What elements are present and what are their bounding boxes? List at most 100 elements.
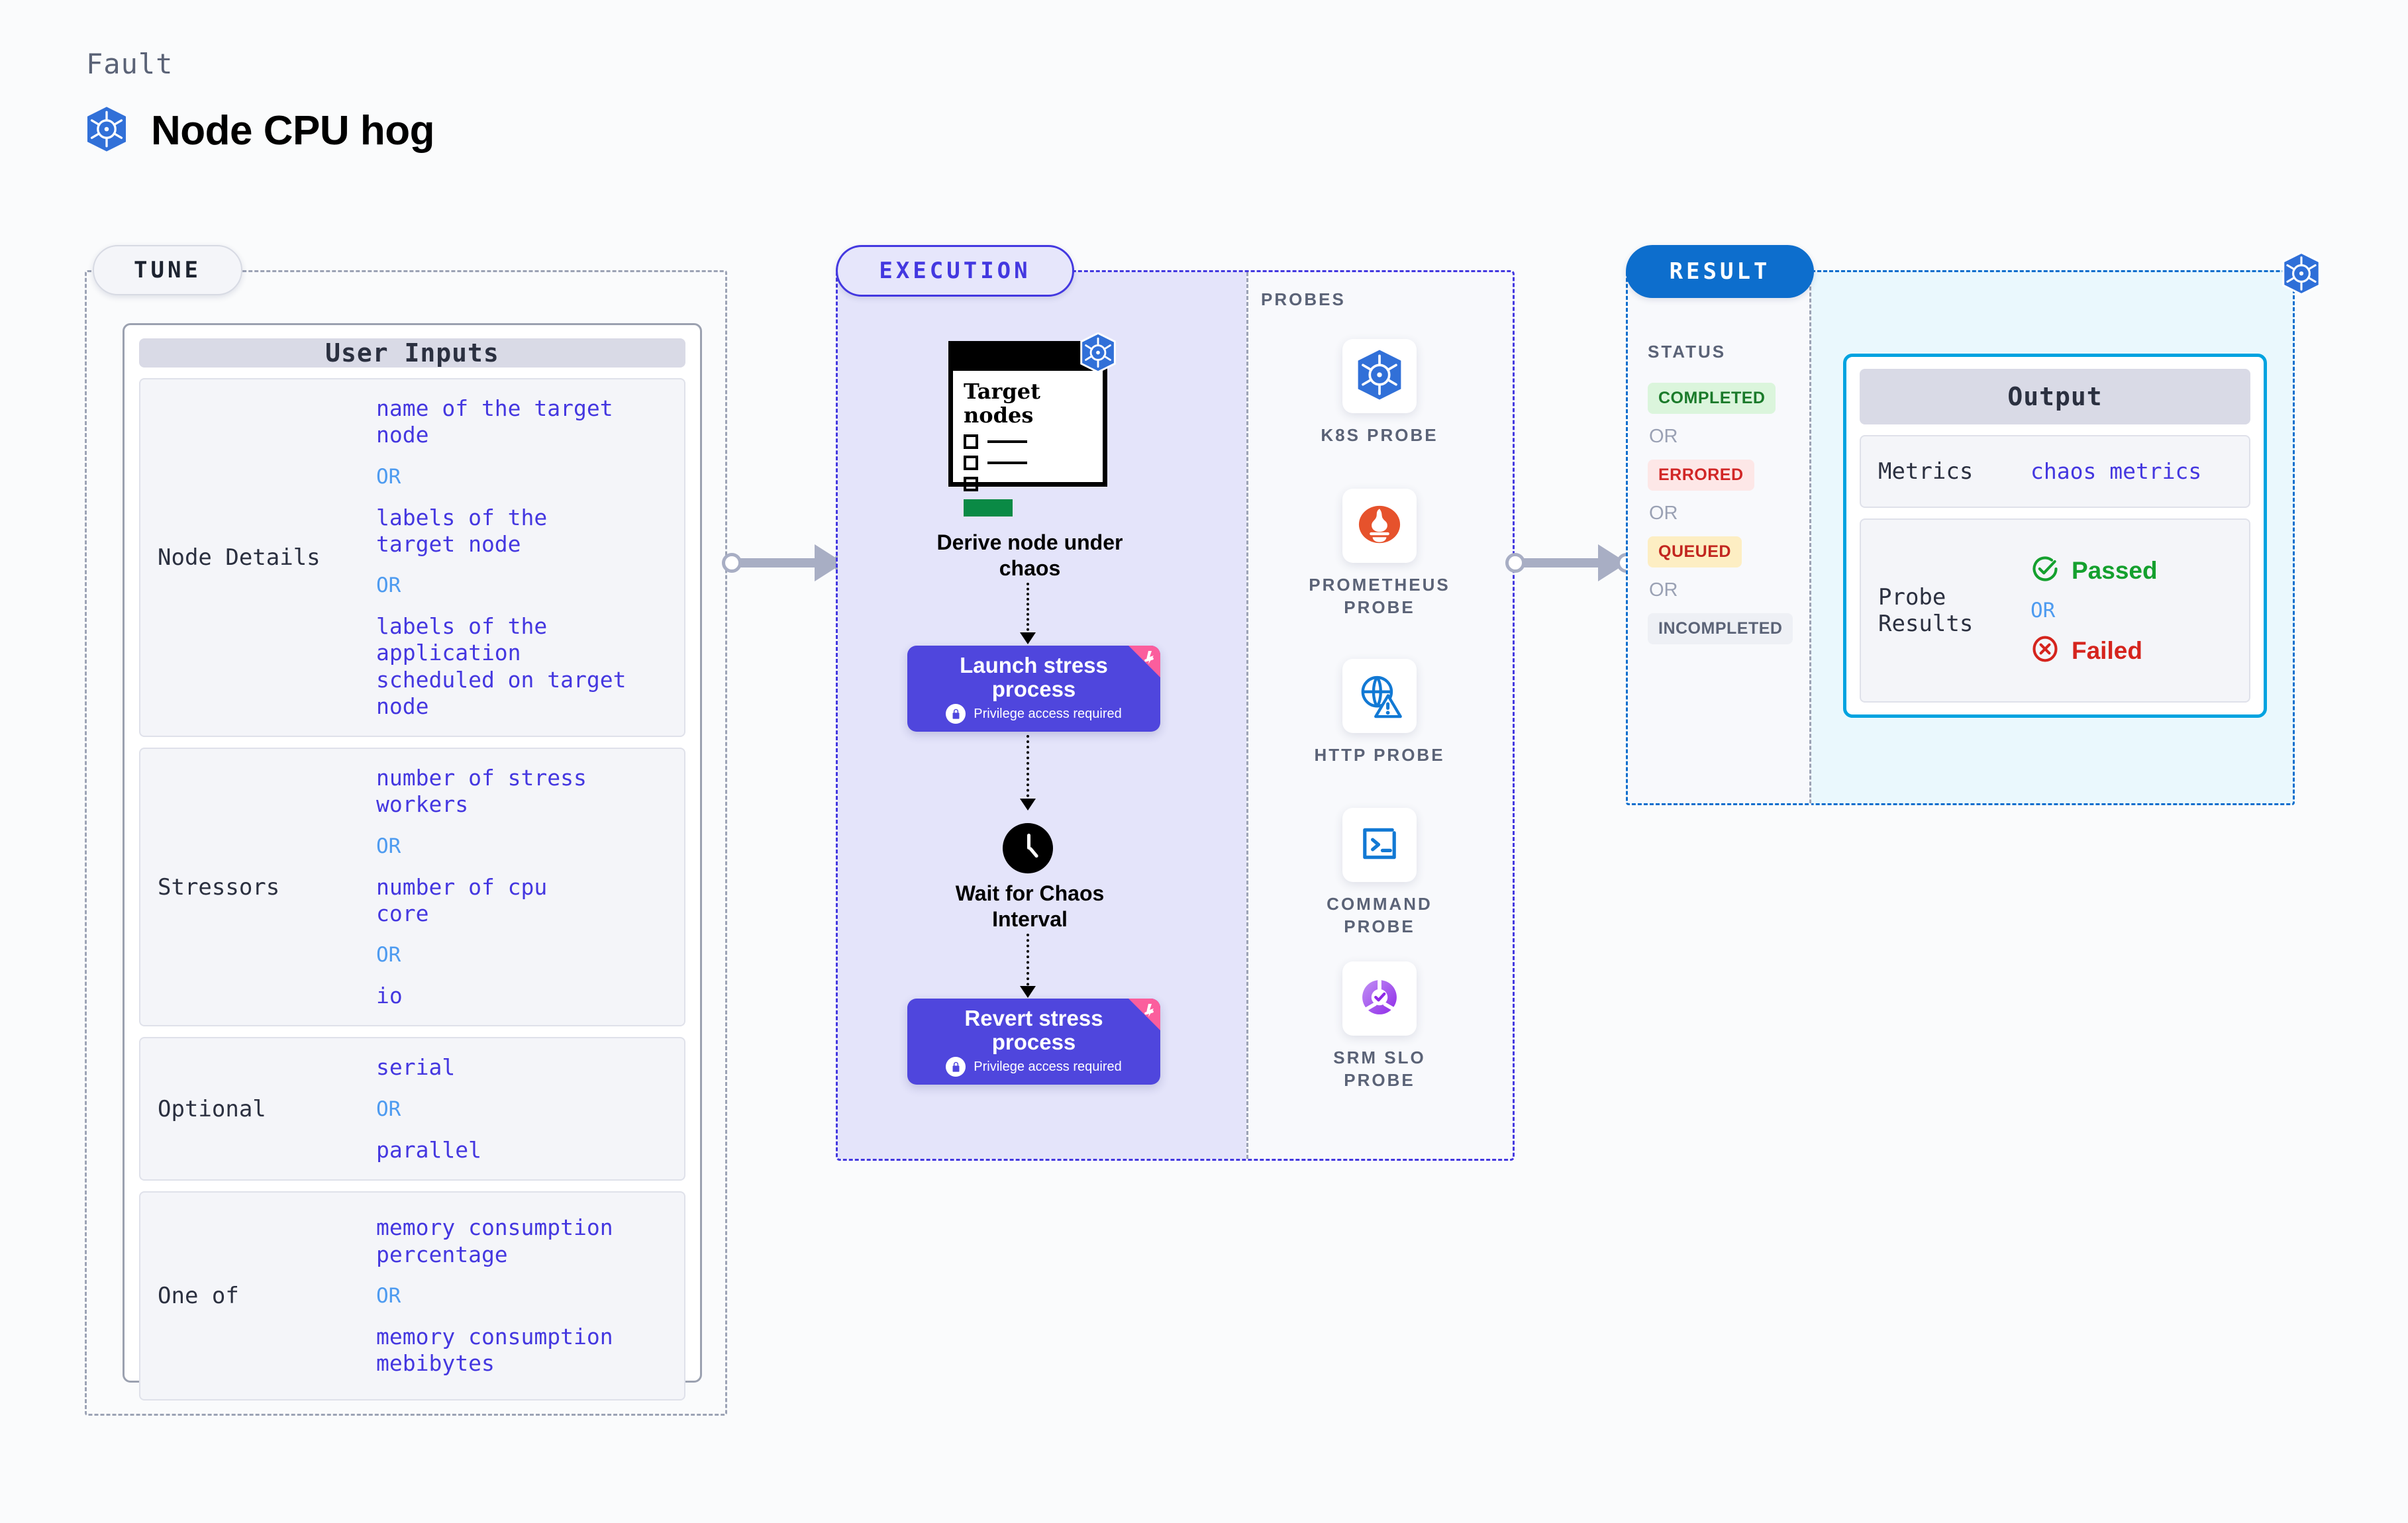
probe-label: COMMAND PROBE (1327, 894, 1432, 937)
output-row-probe-results[interactable]: Probe Results Passed OR (1860, 518, 2250, 703)
user-inputs-card: User Inputs Node Details name of the tar… (123, 323, 702, 1400)
execution-pill[interactable]: EXECUTION (836, 245, 1074, 297)
probe-label: SRM SLO PROBE (1333, 1048, 1426, 1091)
status-or: OR (1649, 426, 1678, 447)
probe-srm-slo[interactable]: SRM SLO PROBE (1270, 961, 1489, 1092)
probe-command[interactable]: COMMAND PROBE (1270, 808, 1489, 938)
status-title: STATUS (1648, 342, 1727, 362)
probe-label: HTTP PROBE (1314, 745, 1445, 765)
row-values: serial OR parallel (376, 1054, 481, 1163)
page-title: Node CPU hog (151, 108, 434, 154)
lock-icon (946, 1057, 966, 1077)
page-eyebrow: Fault (86, 48, 174, 80)
step-revert-stress-process[interactable]: Revert stress process Privilege access r… (907, 999, 1160, 1085)
probe-result-or: OR (2031, 599, 2056, 622)
probe-tile (1342, 339, 1417, 413)
probe-http[interactable]: HTTP PROBE (1270, 659, 1489, 766)
status-badge-errored: ERRORED (1648, 460, 1754, 491)
step-title: Launch stress process (960, 652, 1108, 701)
flow-connector (1027, 934, 1029, 997)
probe-result-failed: Failed (2031, 634, 2158, 667)
checkbox-icon (964, 455, 978, 470)
status-badge-incompleted: INCOMPLETED (1648, 613, 1793, 644)
probes-title: PROBES (1261, 289, 1346, 309)
connector-execution-result (1505, 543, 1644, 583)
srm-slo-gauge-icon (1356, 973, 1403, 1024)
row-value: memory consumption percentage (376, 1214, 613, 1267)
row-value: labels of the application scheduled on t… (376, 613, 627, 719)
status-badge-completed: COMPLETED (1648, 383, 1776, 414)
row-value: memory consumption mebibytes (376, 1323, 613, 1376)
probe-label: PROMETHEUS PROBE (1309, 575, 1450, 618)
row-values: name of the target node OR labels of the… (376, 395, 672, 720)
placeholder-line (987, 482, 1027, 485)
kubernetes-icon (2281, 251, 2322, 299)
user-inputs-header: User Inputs (139, 338, 685, 368)
status-or: OR (1649, 579, 1678, 601)
row-or: OR (376, 943, 401, 967)
kubernetes-icon (1355, 349, 1404, 404)
globe-warning-icon (1356, 671, 1403, 722)
placeholder-line (987, 440, 1027, 443)
row-value: serial (376, 1054, 456, 1081)
flow-arrow-icon (1020, 986, 1036, 998)
passed-label: Passed (2072, 556, 2158, 584)
probe-label: K8S PROBE (1321, 425, 1438, 445)
output-row-metrics[interactable]: Metrics chaos metrics (1860, 435, 2250, 508)
step-launch-stress-process[interactable]: Launch stress process Privilege access r… (907, 646, 1160, 732)
row-or: OR (376, 464, 401, 489)
step-label-derive-node: Derive node under chaos (936, 530, 1123, 581)
row-values: memory consumption percentage OR memory … (376, 1214, 613, 1377)
card-body: Target nodes (953, 371, 1103, 516)
row-label: Node Details (158, 544, 321, 571)
privilege-text: Privilege access required (974, 1059, 1122, 1074)
tune-pill[interactable]: TUNE (93, 245, 242, 295)
privilege-text: Privilege access required (974, 706, 1122, 721)
harness-ribbon-icon (1122, 999, 1160, 1034)
clock-icon (1003, 823, 1053, 873)
privilege-note: Privilege access required (946, 704, 1122, 724)
row-value: number of stress workers (376, 765, 587, 818)
row-value: name of the target node (376, 395, 613, 448)
probe-k8s[interactable]: K8S PROBE (1270, 339, 1489, 446)
x-circle-icon (2031, 634, 2060, 667)
row-label: One of (158, 1282, 239, 1309)
execution-region (836, 270, 1515, 1161)
status-badge-queued: QUEUED (1648, 536, 1742, 567)
tune-row-one-of[interactable]: One of memory consumption percentage OR … (139, 1191, 685, 1400)
probe-tile (1342, 489, 1417, 563)
lock-icon (946, 704, 966, 724)
metrics-value: chaos metrics (2031, 458, 2202, 484)
checkbox-icon (964, 476, 978, 491)
checklist-item (964, 455, 1092, 470)
row-value: number of cpu core (376, 873, 548, 926)
checkbox-icon (964, 434, 978, 449)
probe-prometheus[interactable]: PROMETHEUS PROBE (1270, 489, 1489, 619)
target-nodes-card: Target nodes (948, 332, 1116, 516)
row-label: Probe Results (1878, 584, 1974, 637)
row-values: number of stress workers OR number of cp… (376, 765, 587, 1009)
row-value: labels of the target node (376, 504, 548, 557)
checklist-item (964, 476, 1092, 491)
probe-tile (1342, 659, 1417, 733)
row-or: OR (376, 1283, 401, 1308)
prometheus-icon (1355, 500, 1404, 552)
row-or: OR (376, 834, 401, 858)
flow-connector (1027, 735, 1029, 808)
row-or: OR (376, 573, 401, 597)
row-label: Stressors (158, 873, 280, 901)
tune-row-node-details[interactable]: Node Details name of the target node OR … (139, 378, 685, 737)
row-value: io (376, 983, 403, 1008)
kubernetes-icon (1079, 332, 1117, 376)
tune-row-optional[interactable]: Optional serial OR parallel (139, 1037, 685, 1181)
row-label: Optional (158, 1095, 266, 1122)
row-or: OR (376, 1097, 401, 1121)
card-titlebar (953, 346, 1103, 371)
kubernetes-icon (85, 106, 128, 156)
result-pill[interactable]: RESULT (1626, 245, 1814, 298)
page-title-row: Node CPU hog (85, 106, 434, 156)
tune-row-stressors[interactable]: Stressors number of stress workers OR nu… (139, 748, 685, 1027)
terminal-icon (1355, 822, 1404, 869)
placeholder-line (987, 461, 1027, 464)
